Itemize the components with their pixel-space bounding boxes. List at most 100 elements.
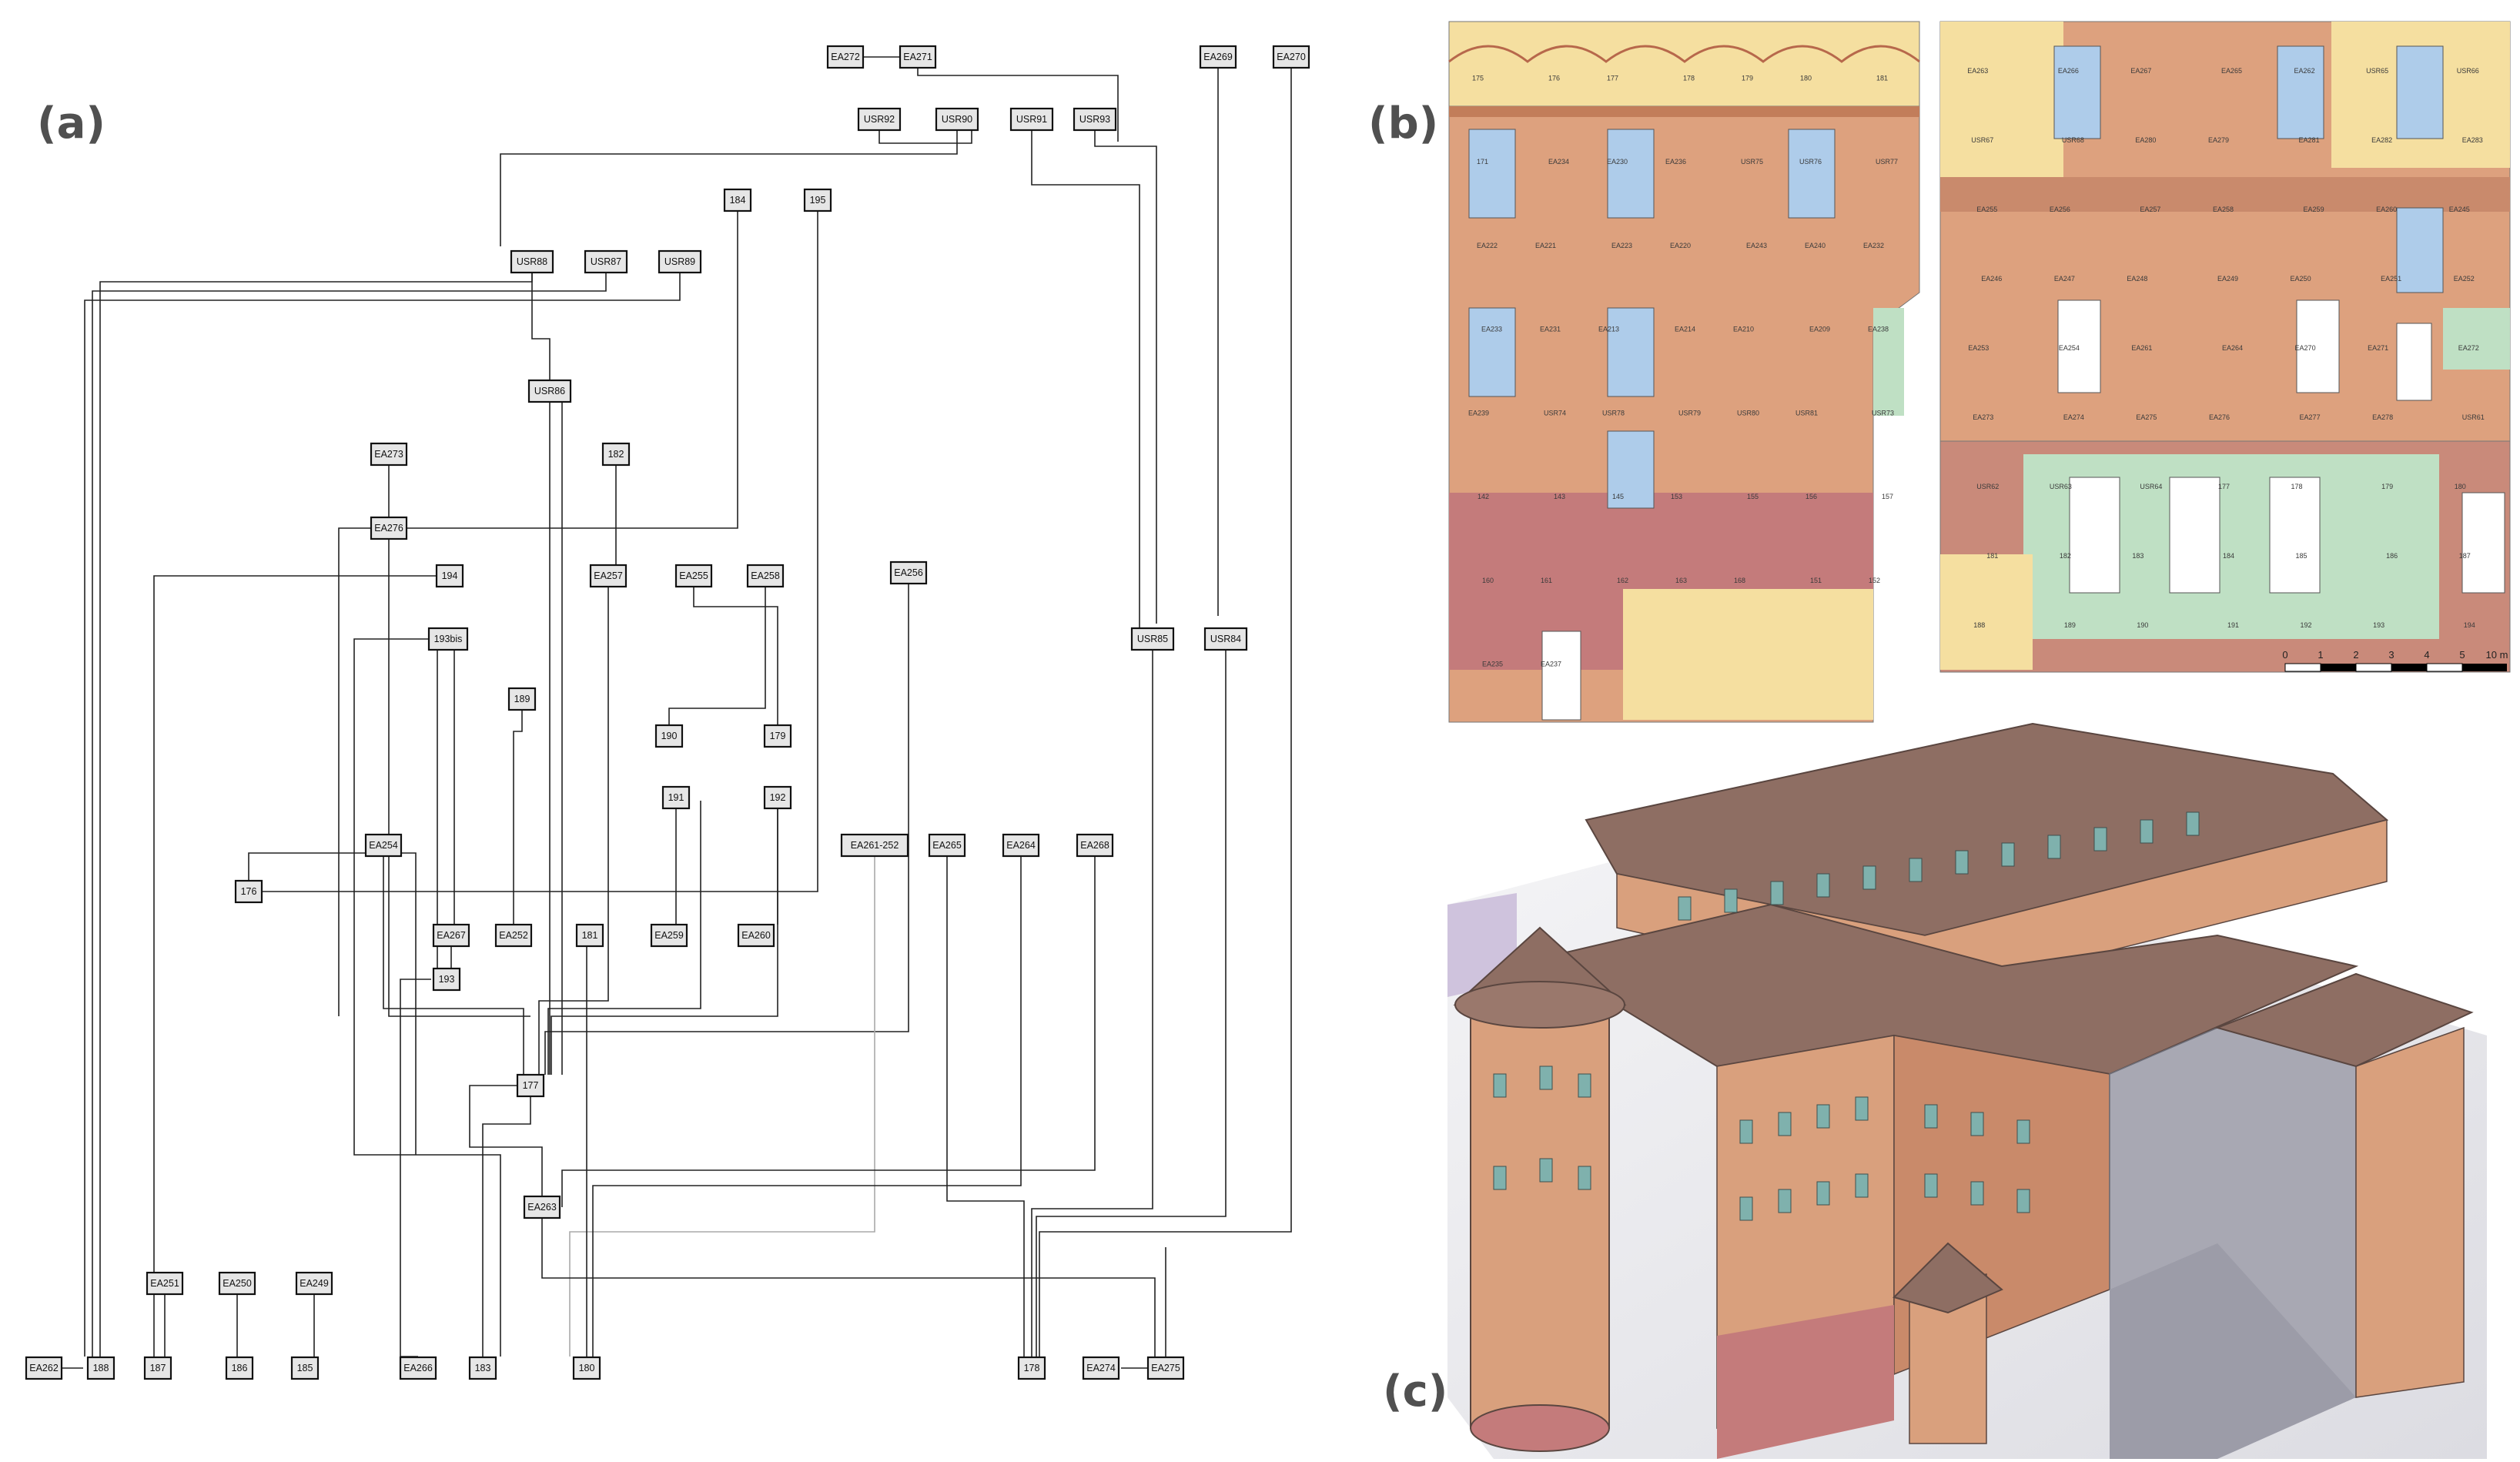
facade-label: 191 xyxy=(2227,621,2239,629)
render-window xyxy=(2140,819,2154,844)
matrix-node-box xyxy=(899,45,937,69)
matrix-node-193bis: 193bis xyxy=(427,627,469,651)
matrix-node-ea267: EA267 xyxy=(432,923,470,948)
facade-label: EA239 xyxy=(1468,409,1489,417)
matrix-edge xyxy=(153,575,437,1357)
facade-label: 181 xyxy=(1876,74,1888,82)
matrix-node-label: 177 xyxy=(523,1080,539,1091)
matrix-node-box xyxy=(225,1356,254,1380)
facade-label: EA261 xyxy=(2131,344,2152,352)
right-window-4 xyxy=(2396,207,2444,293)
matrix-node-ea270: EA270 xyxy=(1272,45,1310,69)
matrix-node-box xyxy=(427,627,469,651)
matrix-node-label: 182 xyxy=(608,449,624,460)
right-opening-3 xyxy=(2396,323,2432,401)
facade-label: 153 xyxy=(1671,493,1682,500)
facade-label: EA271 xyxy=(2368,344,2388,352)
facade-label: 194 xyxy=(2464,621,2475,629)
facade-label: 179 xyxy=(2381,483,2393,490)
matrix-node-label: 189 xyxy=(514,694,530,704)
matrix-node-box xyxy=(826,45,865,69)
facade-label: USR79 xyxy=(1678,409,1701,417)
matrix-node-box xyxy=(234,879,263,904)
matrix-node-box xyxy=(1199,45,1237,69)
matrix-node-box xyxy=(1130,627,1175,651)
grey-ramp xyxy=(2110,1243,2356,1459)
facade-label: EA260 xyxy=(2376,206,2397,213)
matrix-node-box xyxy=(290,1356,320,1380)
matrix-node-box xyxy=(1009,107,1054,132)
matrix-node-label: EA250 xyxy=(223,1278,252,1289)
render-window xyxy=(1924,1104,1938,1129)
facade-label: EA232 xyxy=(1863,242,1884,249)
left-cornice xyxy=(1448,21,1920,107)
scale-tick-5: 5 xyxy=(2459,649,2465,661)
matrix-edge xyxy=(383,856,524,1075)
matrix-node-box xyxy=(935,107,979,132)
right-opening-2 xyxy=(2296,299,2340,393)
facade-label: USR61 xyxy=(2462,413,2485,421)
facade-label: EA282 xyxy=(2371,136,2392,144)
matrix-node-label: 183 xyxy=(475,1363,491,1373)
matrix-edge xyxy=(513,710,523,925)
facade-label: EA258 xyxy=(2213,206,2234,213)
matrix-node-label: 186 xyxy=(232,1363,248,1373)
facade-label: 160 xyxy=(1482,577,1494,584)
matrix-node-box xyxy=(218,1271,256,1296)
gatehouse-roof xyxy=(1893,1242,2003,1314)
left-cornice-band xyxy=(1449,106,1919,117)
render-window xyxy=(2047,835,2061,859)
right-window-3 xyxy=(2396,45,2444,139)
matrix-node-190: 190 xyxy=(654,724,684,748)
facade-label: EA213 xyxy=(1598,326,1619,333)
facade-label: 180 xyxy=(2455,483,2466,490)
scale-bar-seg-0 xyxy=(2284,663,2321,672)
facade-label: 177 xyxy=(1607,74,1618,82)
render-window xyxy=(1770,881,1784,905)
matrix-node-182: 182 xyxy=(601,442,631,467)
matrix-node-176: 176 xyxy=(234,879,263,904)
matrix-node-box xyxy=(857,107,902,132)
matrix-node-usr85: USR85 xyxy=(1130,627,1175,651)
matrix-node-box xyxy=(658,249,702,274)
right-opening-1 xyxy=(2057,299,2101,393)
matrix-node-label: EA257 xyxy=(594,570,623,581)
matrix-node-label: 188 xyxy=(93,1363,109,1373)
matrix-node-box xyxy=(432,923,470,948)
scale-bar: 0 1 2 3 4 5 10 m xyxy=(2282,649,2508,672)
matrix-node-box xyxy=(435,564,464,588)
render-window xyxy=(1539,1158,1553,1183)
render-window xyxy=(1855,1173,1869,1198)
matrix-node-ea259: EA259 xyxy=(650,923,688,948)
matrix-node-ea276: EA276 xyxy=(370,516,408,540)
matrix-node-188: 188 xyxy=(86,1356,115,1380)
facade-label: USR67 xyxy=(1971,136,1993,144)
matrix-node-usr91: USR91 xyxy=(1009,107,1054,132)
facade-label: EA256 xyxy=(2050,206,2070,213)
facade-label: EA275 xyxy=(2136,413,2157,421)
matrix-edge xyxy=(1036,650,1227,1357)
matrix-node-ea258: EA258 xyxy=(746,564,785,588)
matrix-node-label: 181 xyxy=(582,930,598,941)
matrix-node-195: 195 xyxy=(803,188,832,212)
matrix-node-label: USR92 xyxy=(864,114,895,125)
facade-label: EA264 xyxy=(2222,344,2243,352)
matrix-node-box xyxy=(674,564,713,588)
facade-label: 145 xyxy=(1612,493,1624,500)
facade-label: 187 xyxy=(2459,552,2471,560)
matrix-node-185: 185 xyxy=(290,1356,320,1380)
matrix-node-usr93: USR93 xyxy=(1073,107,1117,132)
matrix-node-label: EA268 xyxy=(1080,840,1109,851)
matrix-node-label: 180 xyxy=(579,1363,595,1373)
left-door xyxy=(1541,631,1581,721)
facade-label: 188 xyxy=(1973,621,1985,629)
matrix-node-label: USR85 xyxy=(1137,634,1168,644)
matrix-node-label: 190 xyxy=(661,731,678,741)
matrix-edge xyxy=(765,606,778,725)
matrix-edge xyxy=(1094,130,1157,624)
facade-label: 162 xyxy=(1617,577,1628,584)
matrix-edge xyxy=(388,539,530,1017)
matrix-node-box xyxy=(1002,833,1040,858)
facade-label: EA238 xyxy=(1868,326,1889,333)
matrix-node-box xyxy=(654,724,684,748)
